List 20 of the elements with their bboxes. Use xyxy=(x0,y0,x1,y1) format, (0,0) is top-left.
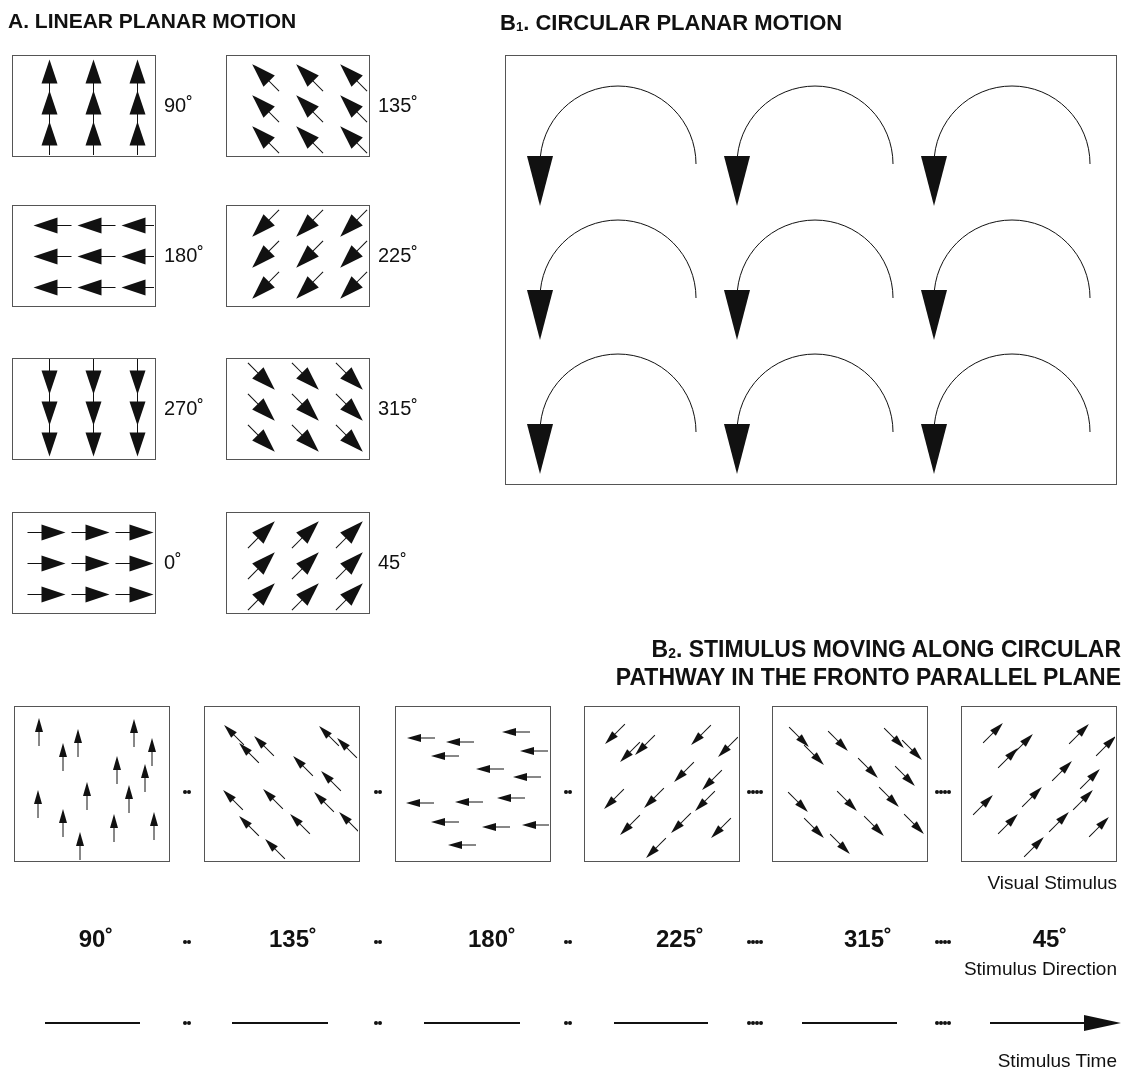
direction-label: 180˚ xyxy=(164,244,205,267)
direction-label: 135˚ xyxy=(378,94,419,117)
direction-value: 45˚ xyxy=(1032,925,1068,953)
direction-label: 90˚ xyxy=(164,94,193,117)
direction-value: 90˚ xyxy=(78,925,114,953)
direction-value: 180˚ xyxy=(468,925,516,953)
panel-title: B$_{2}$. STIMULUS MOVING ALONG CIRCULAR PATHWAY IN THE FRONTO PARALLEL PLANE xyxy=(614,636,1121,692)
axis-caption: Stimulus Direction xyxy=(963,958,1117,980)
direction-value: 225˚ xyxy=(656,925,704,953)
direction-value: 135˚ xyxy=(269,925,317,953)
panel-title: A. LINEAR PLANAR MOTION xyxy=(8,8,297,34)
direction-label: 270˚ xyxy=(164,397,205,420)
direction-label: 0˚ xyxy=(164,551,182,574)
panel-title: B$_{1}$. CIRCULAR PLANAR MOTION xyxy=(500,10,843,37)
axis-caption: Stimulus Time xyxy=(997,1050,1117,1072)
direction-label: 315˚ xyxy=(378,397,419,420)
direction-label: 225˚ xyxy=(378,244,419,267)
direction-value: 315˚ xyxy=(844,925,892,953)
axis-caption: Visual Stimulus xyxy=(987,872,1117,894)
direction-label: 45˚ xyxy=(378,551,407,574)
